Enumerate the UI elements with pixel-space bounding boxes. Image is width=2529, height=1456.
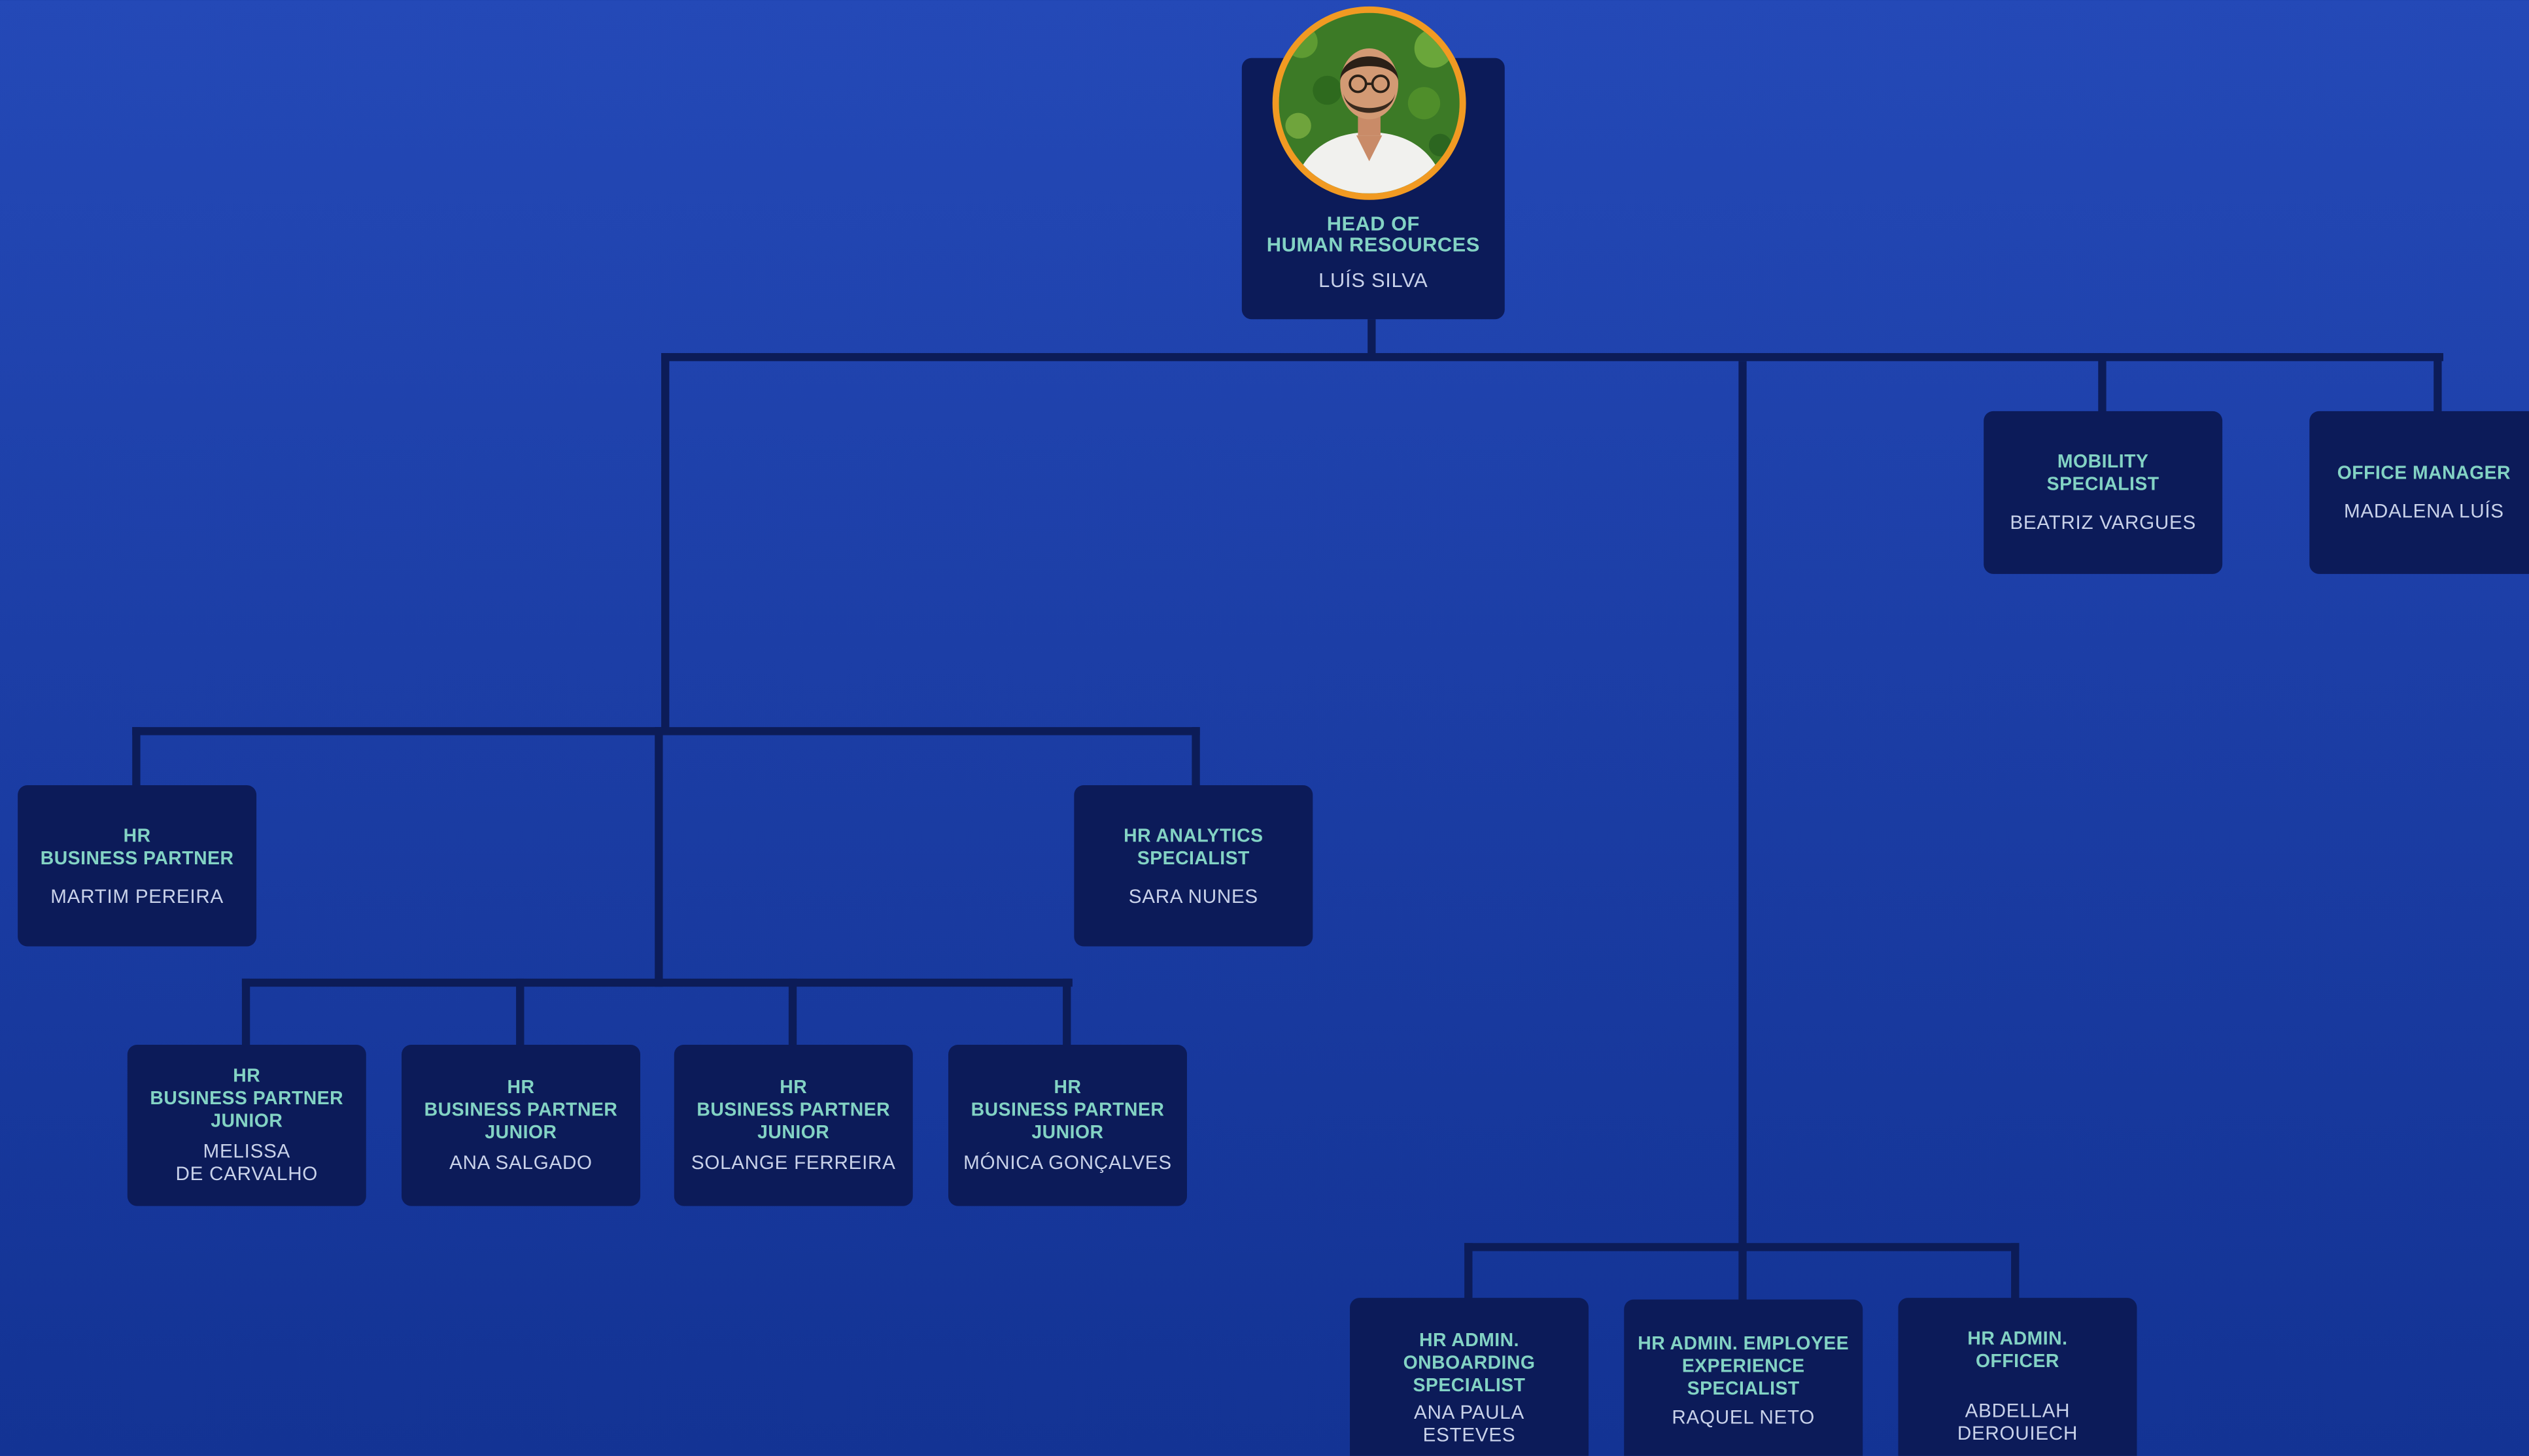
card-role: HR ADMIN. OFFICER [1967, 1330, 2068, 1372]
card-hr-analytics-specialist[interactable]: HR ANALYTICS SPECIALIST SARA NUNES [1074, 785, 1313, 947]
connector-admin-drop-3 [2011, 1243, 2020, 1302]
card-name: ANA SALGADO [449, 1151, 593, 1174]
card-name: MÓNICA GONÇALVES [963, 1151, 1172, 1174]
card-role: MOBILITY SPECIALIST [2046, 452, 2159, 496]
profile-photo-avatar [1272, 6, 1466, 200]
card-role: OFFICE MANAGER [2337, 464, 2511, 484]
card-mobility-specialist[interactable]: MOBILITY SPECIALIST BEATRIZ VARGUES [1984, 411, 2223, 574]
card-hrbp-junior-1[interactable]: HR BUSINESS PARTNER JUNIOR MELISSA DE CA… [127, 1044, 366, 1206]
card-hr-admin-officer[interactable]: HR ADMIN. OFFICER ABDELLAH DEROUIECH [1898, 1298, 2137, 1456]
connector-junior-trunk [655, 727, 663, 987]
card-office-manager[interactable]: OFFICE MANAGER MADALENA LUÍS [2309, 411, 2529, 574]
connector-junior-drop-4 [1063, 978, 1071, 1047]
profile-photo-icon [1279, 12, 1460, 194]
card-hrbp-junior-2[interactable]: HR BUSINESS PARTNER JUNIOR ANA SALGADO [402, 1044, 641, 1206]
connector-hrbp-drop [132, 727, 141, 787]
card-hrbp-junior-4[interactable]: HR BUSINESS PARTNER JUNIOR MÓNICA GONÇAL… [948, 1044, 1187, 1206]
connector-admin-trunk [1738, 361, 1747, 1251]
card-role: HR ANALYTICS SPECIALIST [1124, 826, 1264, 868]
connector-mobility-drop [2098, 353, 2107, 413]
card-name: BEATRIZ VARGUES [2010, 511, 2196, 534]
card-name: MADALENA LUÍS [2343, 499, 2504, 522]
connector-junior-drop-1 [241, 978, 250, 1047]
connector-mid-bus [132, 727, 1200, 736]
card-role: HR ADMIN. EMPLOYEE EXPERIENCE SPECIALIST [1638, 1334, 1849, 1400]
connector-admin-drop-2 [1738, 1243, 1747, 1302]
connector-left-trunk [661, 353, 670, 736]
connector-analytics-drop [1192, 727, 1200, 787]
connector-junior-bus [241, 978, 1073, 987]
card-role: HR BUSINESS PARTNER JUNIOR [697, 1078, 891, 1143]
connector-junior-drop-2 [516, 978, 525, 1047]
card-hr-admin-employee-experience[interactable]: HR ADMIN. EMPLOYEE EXPERIENCE SPECIALIST… [1624, 1299, 1863, 1456]
card-role: HEAD OF HUMAN RESOURCES [1266, 212, 1480, 257]
card-name: RAQUEL NETO [1672, 1406, 1815, 1429]
connector-top-bus [661, 353, 2443, 362]
connector-office-drop [2434, 353, 2442, 413]
card-name: LUÍS SILVA [1318, 269, 1428, 292]
card-name: SOLANGE FERREIRA [691, 1151, 896, 1174]
card-role: HR BUSINESS PARTNER JUNIOR [971, 1078, 1165, 1143]
card-name: ABDELLAH DEROUIECH [1957, 1399, 2078, 1445]
connector-admin-drop-1 [1464, 1243, 1473, 1302]
card-hr-business-partner[interactable]: HR BUSINESS PARTNER MARTIM PEREIRA [18, 785, 257, 947]
connector-head-down [1368, 319, 1376, 358]
card-name: MELISSA DE CARVALHO [175, 1140, 318, 1185]
card-name: ANA PAULA ESTEVES [1414, 1400, 1524, 1447]
card-hrbp-junior-3[interactable]: HR BUSINESS PARTNER JUNIOR SOLANGE FERRE… [674, 1044, 913, 1206]
connector-junior-drop-3 [788, 978, 797, 1047]
card-role: HR BUSINESS PARTNER JUNIOR [424, 1078, 618, 1143]
card-hr-admin-onboarding[interactable]: HR ADMIN. ONBOARDING SPECIALIST ANA PAUL… [1350, 1298, 1589, 1456]
card-role: HR ADMIN. ONBOARDING SPECIALIST [1403, 1331, 1536, 1397]
card-role: HR BUSINESS PARTNER JUNIOR [150, 1067, 344, 1132]
card-role: HR BUSINESS PARTNER [40, 826, 234, 868]
card-name: SARA NUNES [1128, 884, 1258, 907]
card-name: MARTIM PEREIRA [50, 884, 224, 907]
